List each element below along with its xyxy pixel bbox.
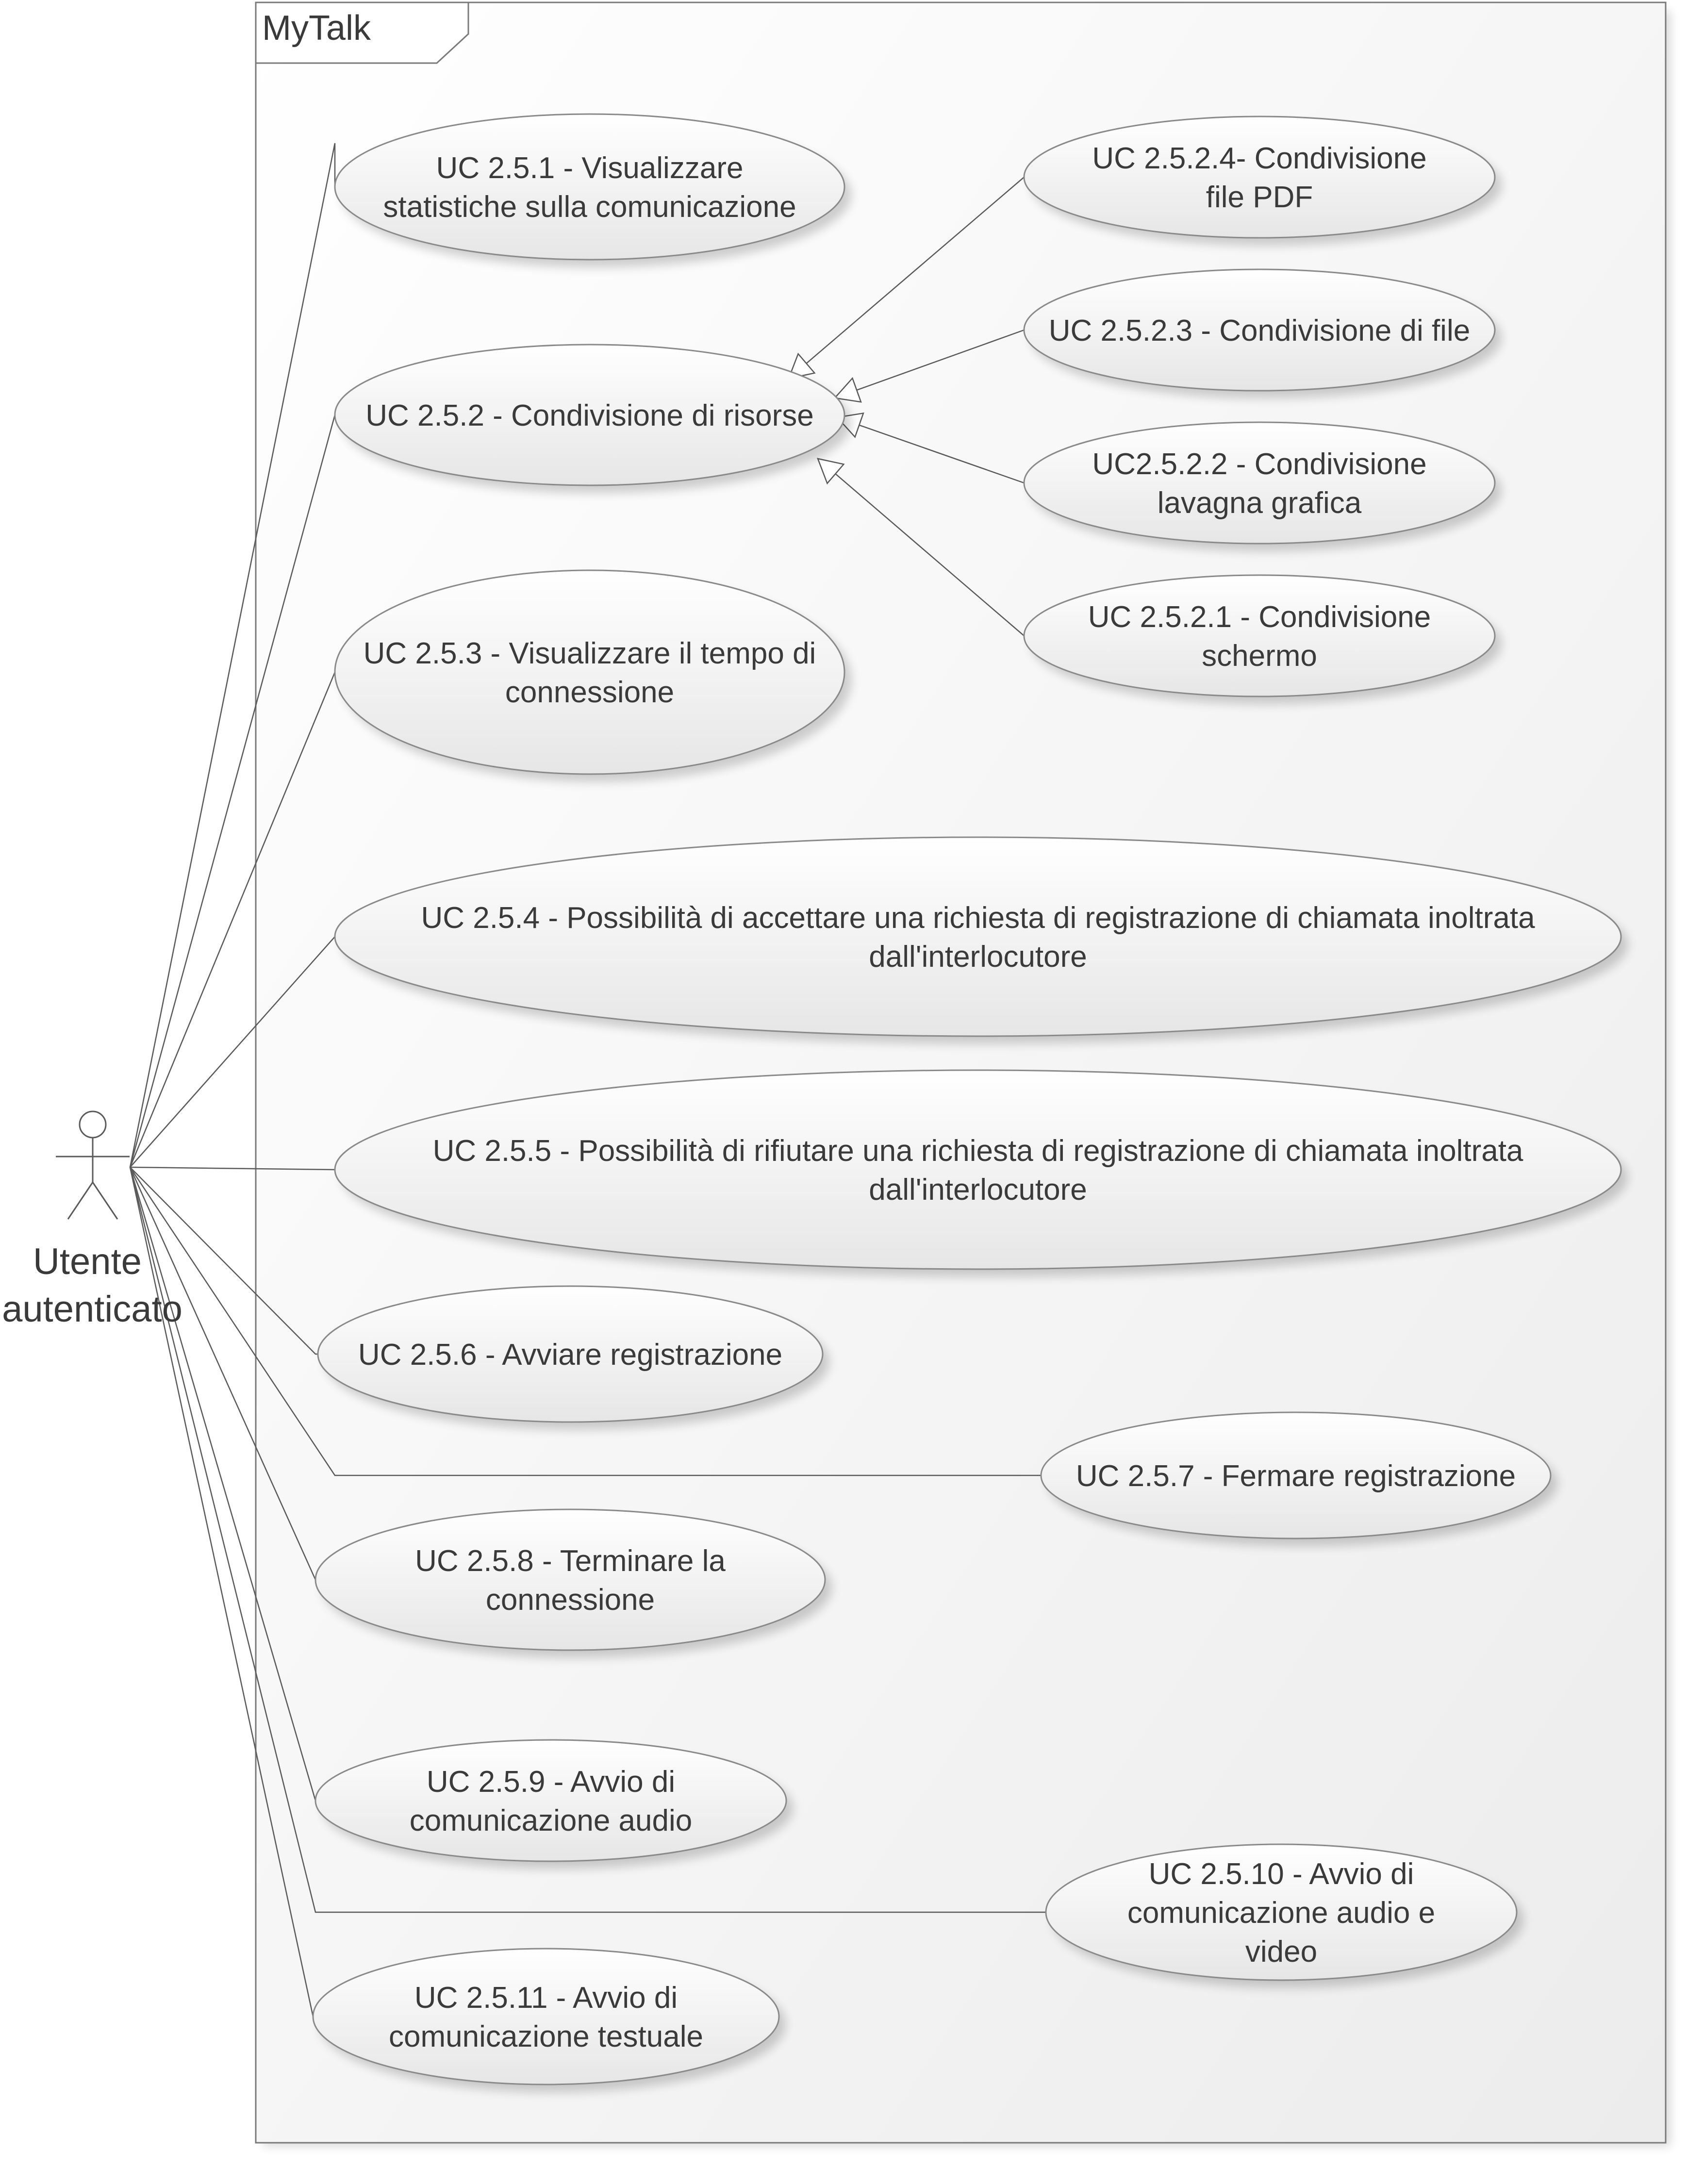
use-case-label: UC2.5.2.2 - Condivisione: [1092, 447, 1426, 481]
use-case-uc254[interactable]: UC 2.5.4 - Possibilità di accettare una …: [334, 836, 1628, 1044]
use-case-label: UC 2.5.2.3 - Condivisione di file: [1049, 314, 1470, 347]
use-case-label: comunicazione audio: [410, 1804, 693, 1837]
use-case-label: UC 2.5.2.1 - Condivisione: [1088, 600, 1431, 634]
association-uc254: [130, 936, 335, 1168]
association-uc252: [129, 414, 336, 1168]
use-case-ellipse: [334, 836, 1622, 1037]
association-uc256: [130, 1167, 318, 1355]
association-uc2511: [129, 1167, 314, 2017]
use-cases: UC 2.5.1 - Visualizzare statistiche sulla…: [312, 113, 1628, 2092]
use-case-label: UC 2.5.10 - Avvio di: [1149, 1857, 1414, 1891]
use-case-uc259[interactable]: UC 2.5.9 - Avvio di comunicazione audio: [314, 1739, 793, 1869]
association-uc251: [129, 143, 336, 1168]
system-title-tab: [255, 1, 469, 64]
use-case-uc2521[interactable]: UC 2.5.2.1 - Condivisione schermo: [1023, 574, 1502, 704]
use-case-label: connessione: [486, 1583, 655, 1617]
association-uc2510: [129, 1167, 1046, 1913]
use-case-ellipse: [312, 1948, 780, 2085]
use-case-ellipse: [334, 344, 845, 486]
association-uc257: [129, 1167, 1041, 1476]
use-case-ellipse: [1023, 574, 1496, 697]
association-uc258: [129, 1167, 316, 1580]
actor-stick-figure-icon: [56, 1110, 130, 1220]
use-case-label: UC 2.5.8 - Terminare la: [415, 1544, 726, 1578]
use-case-label: schermo: [1202, 639, 1317, 673]
use-case-label: UC 2.5.5 - Possibilità di rifiutare una …: [433, 1134, 1523, 1168]
use-case-label: dall'interlocutore: [869, 1173, 1087, 1207]
use-case-uc2524[interactable]: UC 2.5.2.4- Condivisione file PDF: [1023, 116, 1502, 246]
use-case-label: UC 2.5.4 - Possibilità di accettare una …: [421, 901, 1535, 935]
use-case-label: comunicazione testuale: [389, 2020, 703, 2053]
use-case-ellipse: [1023, 116, 1496, 239]
use-case-uc2522[interactable]: UC2.5.2.2 - Condivisione lavagna grafica: [1023, 421, 1502, 551]
association-lines: [129, 143, 1046, 2017]
use-case-ellipse: [1023, 268, 1496, 392]
use-case-label: UC 2.5.6 - Avviare registrazione: [358, 1338, 782, 1372]
use-case-ellipse: [1045, 1843, 1518, 1981]
use-case-label: UC 2.5.1 - Visualizzare: [436, 151, 744, 185]
actor-label-line-2: autenticato: [2, 1289, 182, 1330]
use-case-uc256[interactable]: UC 2.5.6 - Avviare registrazione: [317, 1285, 829, 1430]
use-case-uc252[interactable]: UC 2.5.2 - Condivisione di risorse: [334, 344, 851, 493]
use-case-uc253[interactable]: UC 2.5.3 - Visualizzare il tempo di conne…: [334, 569, 851, 782]
association-uc253: [129, 672, 336, 1168]
use-case-label: comunicazione audio e: [1127, 1896, 1435, 1930]
use-case-label: UC 2.5.2 - Condivisione di risorse: [365, 399, 814, 432]
use-case-ellipse: [1040, 1411, 1552, 1539]
use-case-ellipse: [334, 1069, 1622, 1270]
use-case-uc251[interactable]: UC 2.5.1 - Visualizzare statistiche sulla…: [334, 113, 851, 267]
actor-utente-autenticato[interactable]: Utente autenticato: [2, 1110, 182, 1330]
use-case-label: UC 2.5.11 - Avvio di: [414, 1981, 678, 2015]
use-case-label: statistiche sulla comunicazione: [383, 190, 796, 224]
generalization-arrowhead-icon: [817, 458, 845, 485]
use-case-uc257[interactable]: UC 2.5.7 - Fermare registrazione: [1040, 1411, 1557, 1546]
use-case-uc255[interactable]: UC 2.5.5 - Possibilità di rifiutare una …: [334, 1069, 1628, 1277]
use-case-label: UC 2.5.2.4- Condivisione: [1092, 142, 1426, 175]
use-case-ellipse: [314, 1739, 787, 1862]
generalization-uc2522: [859, 424, 1025, 484]
use-case-label: UC 2.5.7 - Fermare registrazione: [1076, 1459, 1516, 1493]
use-case-ellipse: [334, 113, 845, 261]
use-case-label: video: [1245, 1935, 1317, 1969]
generalization-arrows: [788, 177, 1025, 636]
use-case-uc2523[interactable]: UC 2.5.2.3 - Condivisione di file: [1023, 268, 1502, 398]
use-case-ellipse: [314, 1508, 826, 1651]
use-case-label: lavagna grafica: [1158, 486, 1362, 520]
system-title: MyTalk: [262, 9, 371, 48]
actor-label-line-1: Utente: [33, 1241, 142, 1282]
generalization-uc2521: [835, 473, 1025, 636]
association-uc259: [129, 1167, 316, 1801]
use-case-ellipse: [317, 1285, 824, 1423]
use-case-uc2510[interactable]: UC 2.5.10 - Avvio di comunicazione audio …: [1045, 1843, 1523, 1988]
use-case-ellipse: [1023, 421, 1496, 545]
generalization-uc2523: [856, 329, 1025, 391]
use-case-label: UC 2.5.9 - Avvio di: [427, 1765, 675, 1799]
generalization-arrowhead-icon: [833, 377, 862, 403]
generalization-uc2524: [806, 177, 1025, 364]
use-case-uc2511[interactable]: UC 2.5.11 - Avvio di comunicazione testua…: [312, 1948, 786, 2092]
use-case-ellipse: [334, 569, 845, 775]
use-case-label: connessione: [505, 676, 674, 709]
association-uc255: [130, 1166, 335, 1171]
use-case-label: dall'interlocutore: [869, 940, 1087, 974]
use-case-label: UC 2.5.3 - Visualizzare il tempo di: [364, 637, 816, 670]
use-case-uc258[interactable]: UC 2.5.8 - Terminare la connessione: [314, 1508, 832, 1658]
use-case-label: file PDF: [1206, 181, 1313, 214]
